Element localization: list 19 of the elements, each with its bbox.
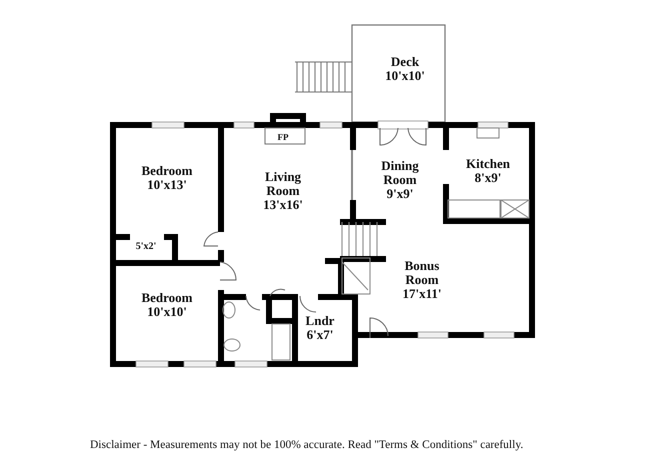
room-name: Dining Room (380, 159, 420, 187)
room-dimension: 10'x10' (385, 69, 425, 83)
closet-dimension: 5'x2' (136, 240, 156, 254)
room-dimension: 9'x9' (386, 187, 414, 201)
room-dimension: 17'x11' (402, 287, 442, 301)
room-name: Bedroom (141, 291, 193, 305)
room-name: Deck (390, 55, 420, 69)
room-name: Lndr (306, 314, 334, 328)
room-dimension: 13'x16' (263, 198, 303, 212)
room-name: Living Room (264, 170, 302, 198)
room-name: Bedroom (141, 164, 193, 178)
room-dimension: 8'x9' (474, 171, 502, 185)
room-name: Kitchen (466, 157, 510, 171)
disclaimer-text: Disclaimer - Measurements may not be 100% accurate. Read "Terms & Conditions" carefully. (90, 439, 524, 451)
room-dimension: 10'x13' (147, 178, 187, 192)
room-dimension: 10'x10' (147, 305, 187, 319)
fireplace-label: FP (278, 131, 288, 144)
room-name: Bonus Room (404, 259, 440, 287)
room-dimension: 6'x7' (306, 328, 334, 342)
